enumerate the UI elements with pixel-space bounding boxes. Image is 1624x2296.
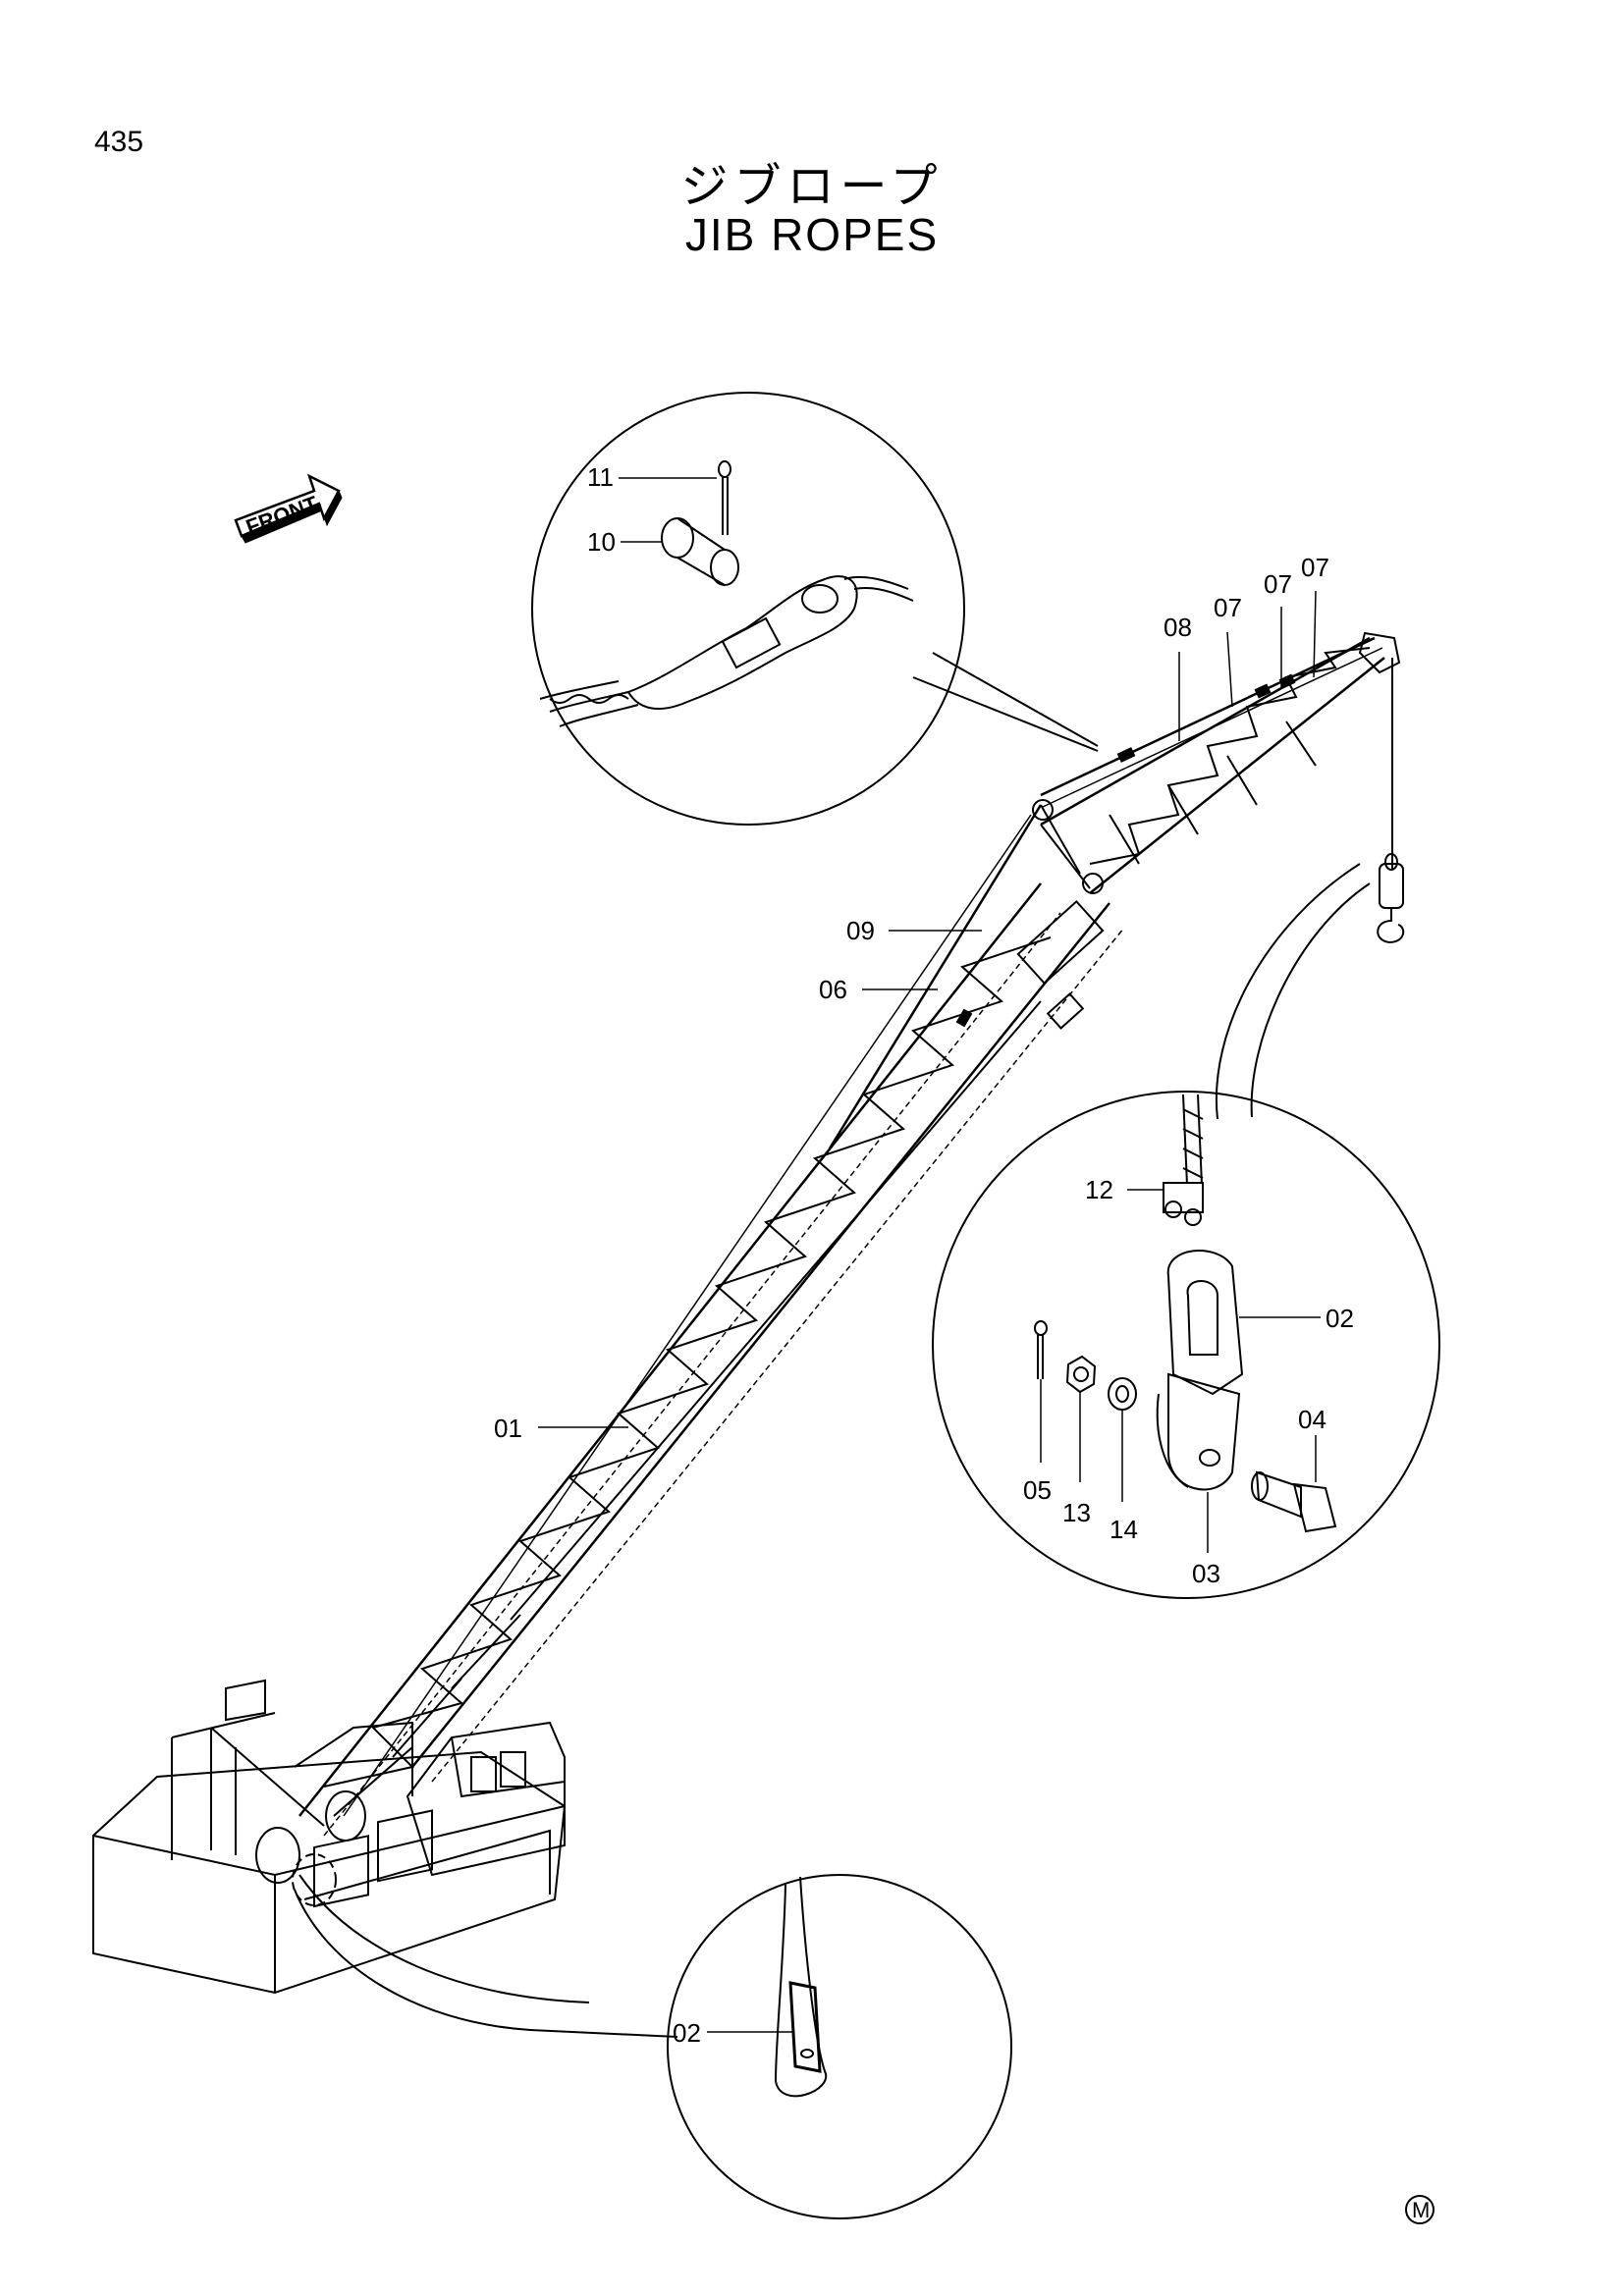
wire-clip-12	[1163, 1182, 1204, 1226]
pin-10	[661, 517, 739, 586]
callout-14: 14	[1110, 1515, 1138, 1544]
rope-socket	[539, 575, 914, 727]
callout-06: 06	[819, 975, 847, 1004]
jib-ropes	[343, 636, 1393, 1817]
callout-04: 04	[1298, 1405, 1326, 1434]
pin-04	[1251, 1470, 1337, 1533]
page-title-japanese: ジブロープ	[680, 159, 944, 214]
callout-labels: 11 10 08 07 07 07 09 06 12 02 04 05 13 1…	[494, 462, 1354, 2048]
rope-socket-02	[1166, 1250, 1244, 1396]
lattice-boom	[298, 631, 1401, 1837]
washer-14	[1108, 1377, 1137, 1411]
connecting-link-03	[1156, 1372, 1241, 1491]
callout-13: 13	[1062, 1498, 1091, 1527]
cotter-pin-11	[718, 460, 731, 535]
callout-12: 12	[1085, 1175, 1113, 1204]
callout-05: 05	[1023, 1475, 1052, 1505]
detail-circle-right	[932, 863, 1440, 1599]
cotter-pin-05	[1034, 1320, 1048, 1379]
callout-07-b: 07	[1264, 569, 1292, 599]
nut-13	[1065, 1355, 1097, 1394]
crane-illustration	[92, 1679, 567, 1995]
callout-08: 08	[1164, 613, 1192, 642]
callout-11: 11	[587, 462, 614, 492]
callout-07-c: 07	[1301, 553, 1329, 582]
hook-block	[1377, 853, 1405, 944]
front-label: FRONT	[243, 491, 321, 540]
callout-07-a: 07	[1214, 593, 1242, 622]
page-number: 435	[94, 126, 144, 158]
callout-03: 03	[1192, 1559, 1220, 1588]
callout-02-detail: 02	[1326, 1304, 1354, 1333]
detail-circle-bottom	[294, 1874, 1012, 2219]
callout-09: 09	[846, 916, 875, 945]
corner-mark-symbol: M	[1412, 2198, 1430, 2222]
front-direction-arrow: FRONT	[234, 473, 343, 544]
corner-mark: M	[1405, 2195, 1435, 2224]
callout-02-lower: 02	[673, 2018, 701, 2048]
callout-01: 01	[494, 1414, 522, 1443]
callout-leaders	[538, 590, 1317, 1428]
detail-circle-top	[531, 392, 1099, 826]
callout-10: 10	[587, 527, 616, 557]
page-title-english: JIB ROPES	[684, 209, 940, 260]
